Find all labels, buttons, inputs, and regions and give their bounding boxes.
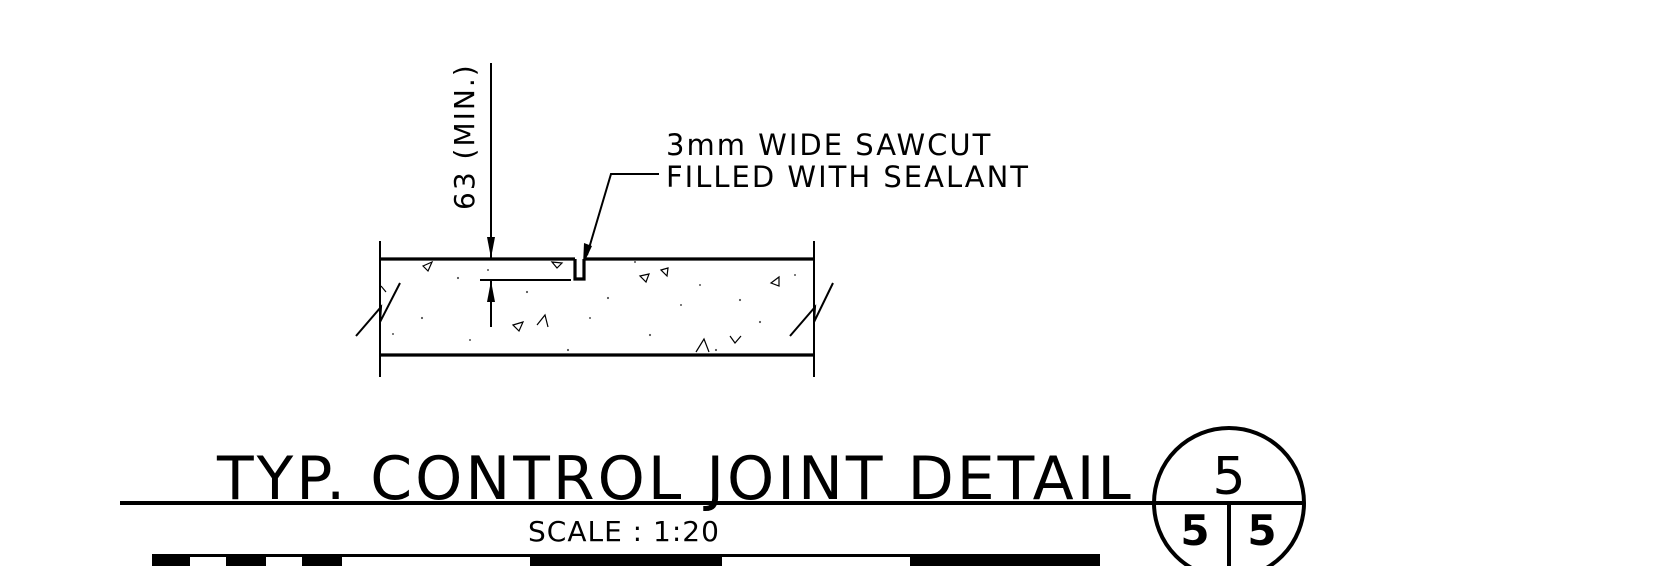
leader-arrowhead xyxy=(583,243,592,265)
dimension-label: 63 (MIN.) xyxy=(448,63,481,210)
sawcut-groove xyxy=(573,259,586,281)
depth-dimension: 63 (MIN.) xyxy=(448,63,571,327)
break-line-right xyxy=(789,282,834,337)
note-line-2: FILLED WITH SEALANT xyxy=(666,160,1030,194)
detail-reference-bubble: 5 5 5 xyxy=(1152,426,1306,566)
detail-number: 5 xyxy=(1212,447,1245,507)
dimension-arrow-down xyxy=(487,237,495,258)
break-line-left xyxy=(355,282,401,337)
sawcut-note: 3mm WIDE SAWCUT FILLED WITH SEALANT xyxy=(583,128,1030,265)
note-line-1: 3mm WIDE SAWCUT xyxy=(666,128,992,162)
dimension-arrow-up xyxy=(487,281,495,302)
sheet-number-right: 5 xyxy=(1247,506,1276,555)
sheet-border-strip xyxy=(152,554,1100,566)
concrete-slab-section xyxy=(355,241,834,377)
scale-label: SCALE : 1:20 xyxy=(528,515,720,548)
leader-line xyxy=(586,173,659,256)
concrete-aggregate-hatch xyxy=(380,260,796,353)
sheet-number-left: 5 xyxy=(1180,506,1209,555)
title-block: TYP. CONTROL JOINT DETAIL SCALE : 1:20 xyxy=(120,444,1214,548)
